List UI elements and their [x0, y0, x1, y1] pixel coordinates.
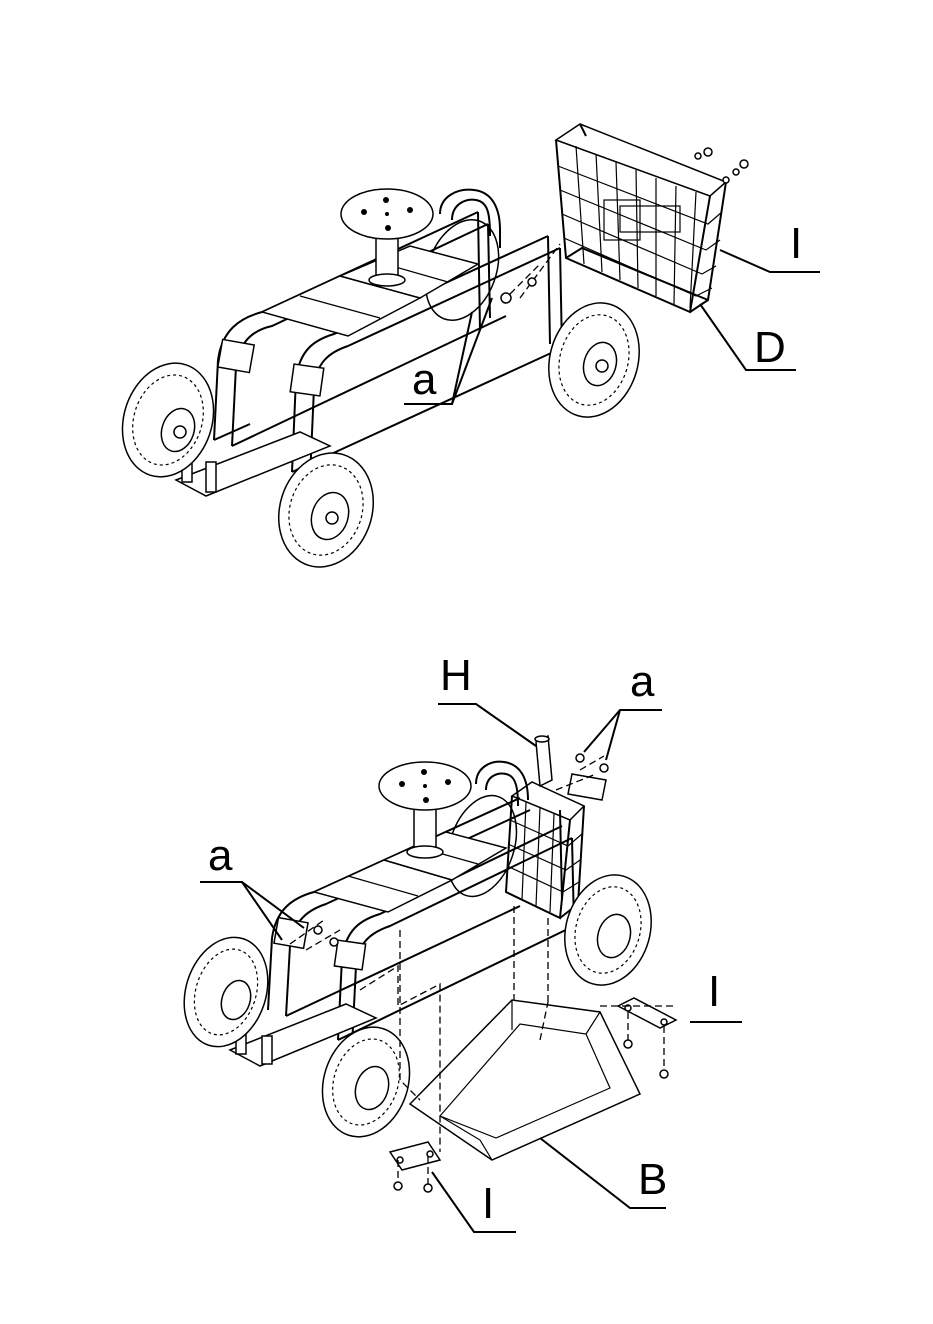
diagram-tray-attachment: H a a I B I: [171, 651, 742, 1232]
label-basket-bolt: I: [790, 219, 802, 268]
wheel-icon: [536, 292, 653, 428]
label-bracket-right: I: [708, 967, 720, 1016]
label-fasteners: a: [412, 355, 437, 404]
label-fasteners-top: a: [630, 657, 655, 706]
label-tray: B: [638, 1155, 667, 1204]
label-bracket-bottom: I: [482, 1179, 494, 1228]
tray-part: [410, 1000, 640, 1160]
wheel-icon: [552, 865, 664, 996]
label-handle: H: [440, 651, 472, 700]
label-basket: D: [754, 323, 786, 372]
diagram-basket-attachment: I D a: [108, 124, 820, 579]
label-fasteners-left: a: [208, 831, 233, 880]
basket-icon: [556, 124, 726, 312]
